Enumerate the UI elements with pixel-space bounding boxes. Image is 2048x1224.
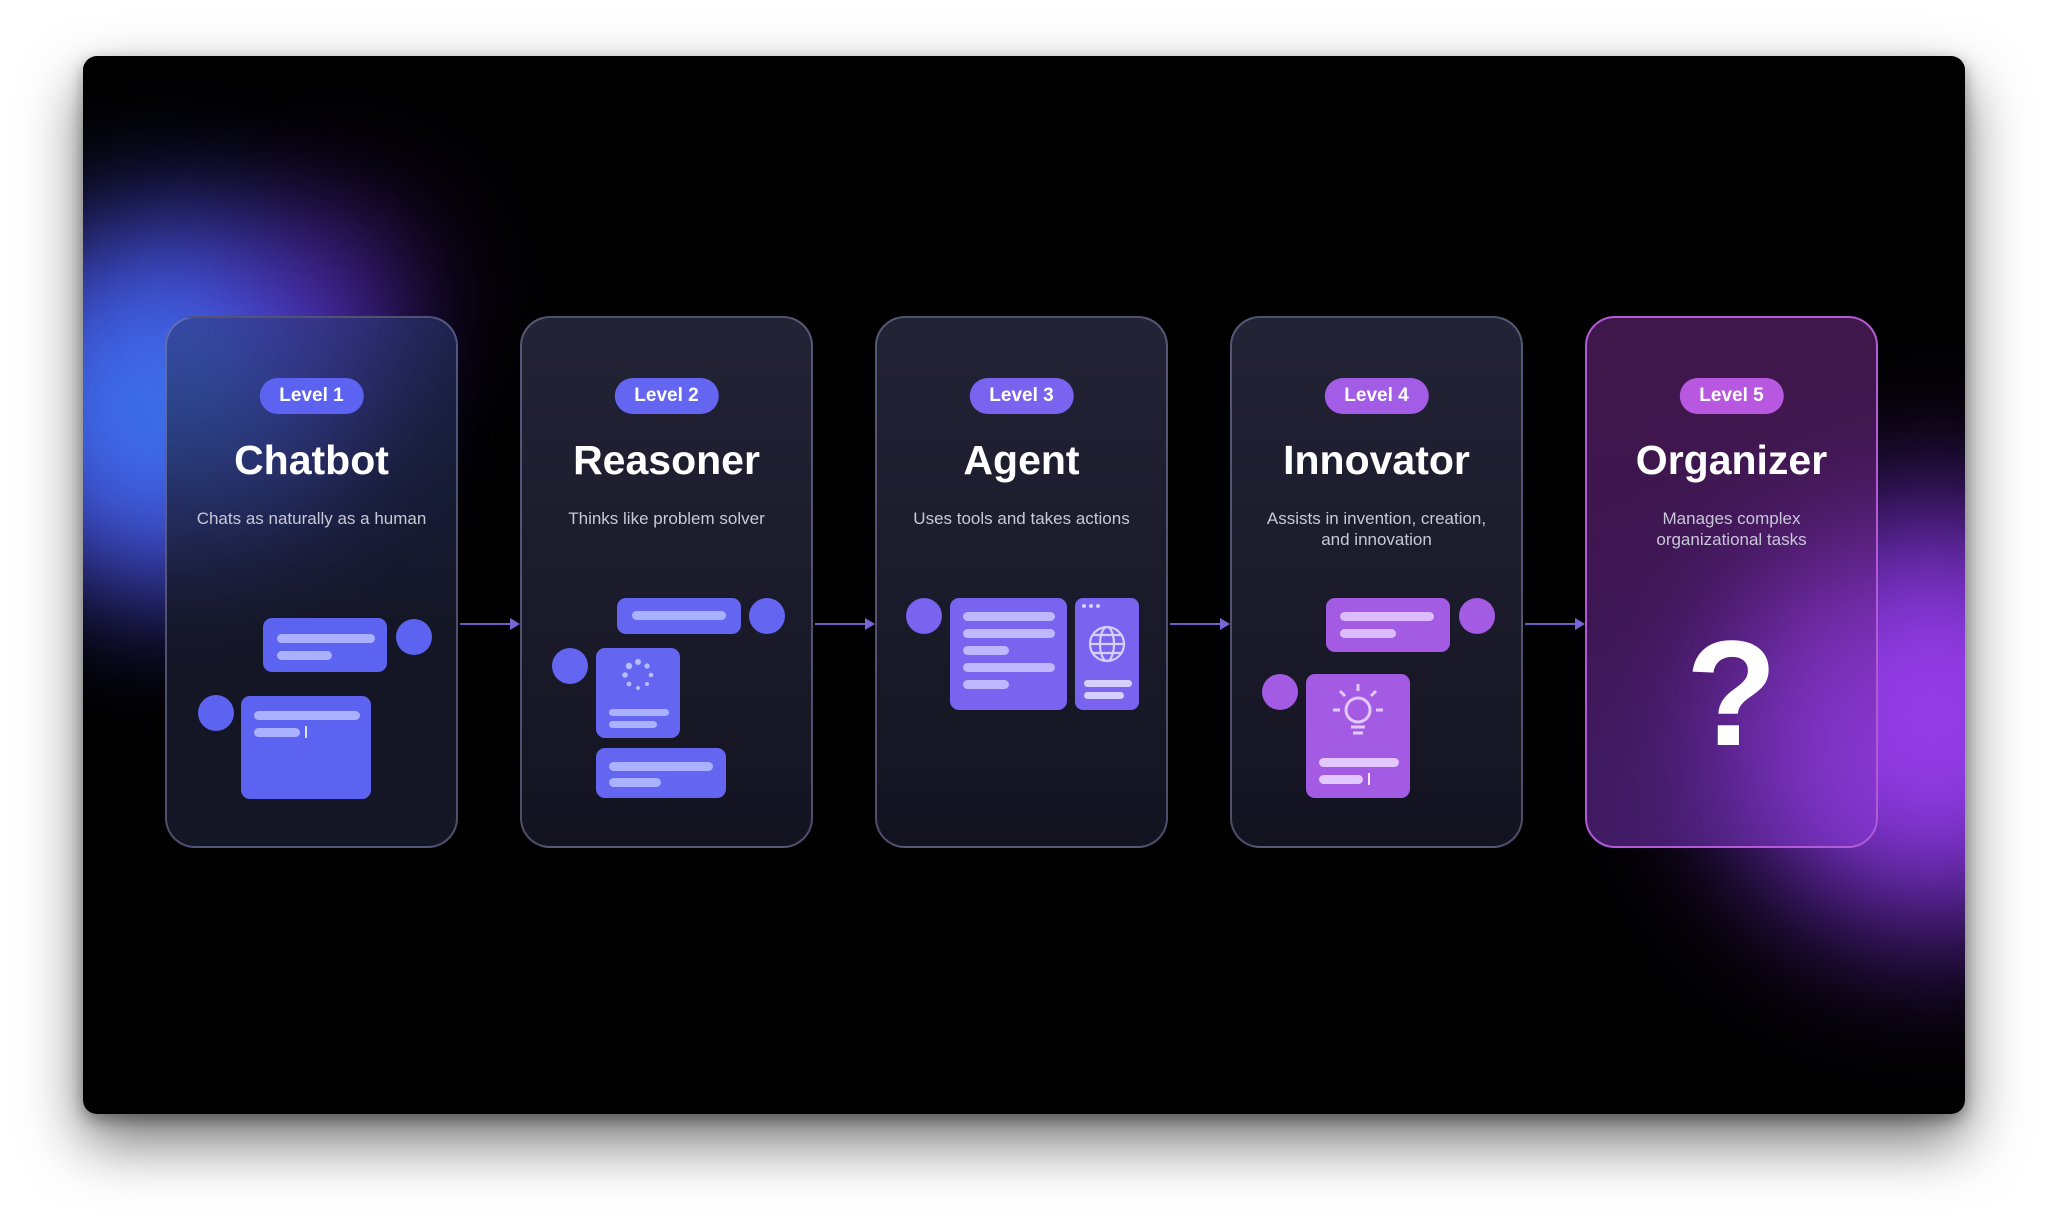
slide: Level 1 Chatbot Chats as naturally as a … <box>83 56 1965 1114</box>
level-description: Uses tools and takes actions <box>913 509 1130 528</box>
progression-arrow <box>460 616 520 632</box>
level-title: Chatbot <box>234 437 389 483</box>
level-card-organizer: Level 5 Organizer Manages complex organi… <box>1585 316 1878 848</box>
lightbulb-icon <box>1333 684 1383 735</box>
level-description: Thinks like problem solver <box>568 509 765 528</box>
level-title: Reasoner <box>573 437 760 483</box>
level-description: Chats as naturally as a human <box>196 509 427 528</box>
globe-icon <box>1088 625 1126 663</box>
level-badge: Level 2 <box>614 378 719 414</box>
level-badge: Level 1 <box>259 378 364 414</box>
level-title: Innovator <box>1283 437 1470 483</box>
agent-tools-illustration-icon <box>906 598 1139 710</box>
reasoning-illustration-icon <box>552 598 785 798</box>
level-description: Manages complex organizational tasks <box>1656 509 1807 549</box>
level-title: Agent <box>963 437 1080 483</box>
level-card-innovator: Level 4 Innovator Assists in invention, … <box>1230 316 1523 848</box>
level-card-agent: Level 3 Agent Uses tools and takes actio… <box>875 316 1168 848</box>
level-badge: Level 5 <box>1679 378 1784 414</box>
progression-arrow <box>1525 616 1585 632</box>
level-badge: Level 4 <box>1324 378 1429 414</box>
innovation-illustration-icon <box>1262 598 1495 798</box>
progression-arrow <box>815 616 875 632</box>
level-title: Organizer <box>1635 437 1828 483</box>
level-card-chatbot: Level 1 Chatbot Chats as naturally as a … <box>165 316 458 848</box>
question-mark-icon: ? <box>1685 609 1778 777</box>
progression-arrow <box>1170 616 1230 632</box>
level-description: Assists in invention, creation, and inno… <box>1266 509 1487 549</box>
level-card-reasoner: Level 2 Reasoner Thinks like problem sol… <box>520 316 813 848</box>
chat-illustration-icon <box>198 618 432 799</box>
level-badge: Level 3 <box>969 378 1074 414</box>
